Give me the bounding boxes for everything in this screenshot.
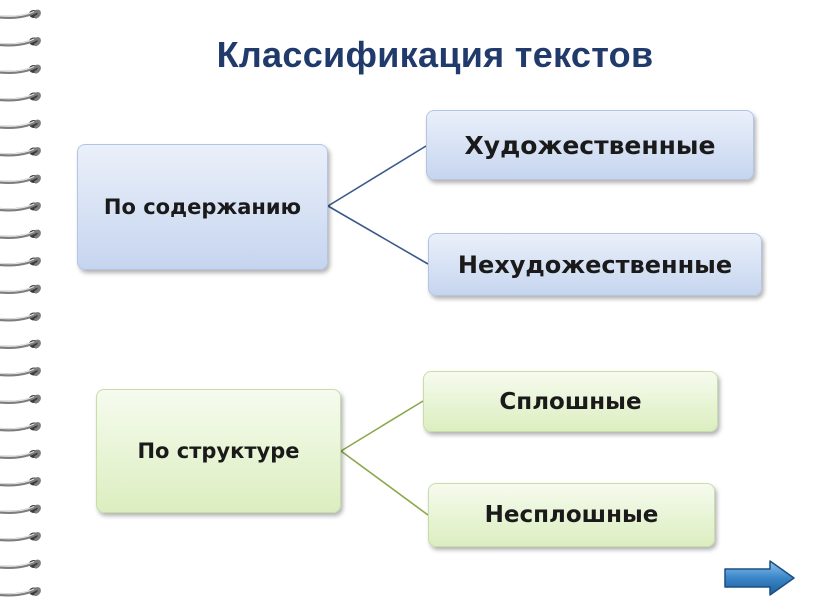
- binding-ring: [0, 257, 41, 267]
- connector-structure-noncontinuous: [340, 450, 429, 516]
- binding-ring: [0, 202, 41, 212]
- binding-ring: [0, 587, 41, 597]
- node-by-content-label: По содержанию: [103, 195, 302, 219]
- binding-ring: [0, 477, 41, 487]
- binding-ring: [0, 284, 41, 294]
- binding-ring: [0, 312, 41, 322]
- binding-ring: [0, 9, 41, 19]
- node-noncontinuous: Несплошные: [428, 483, 715, 547]
- node-artistic: Художественные: [426, 110, 754, 180]
- binding-ring: [0, 449, 41, 459]
- node-by-structure: По структуре: [96, 389, 341, 513]
- binding-ring: [0, 92, 41, 102]
- binding-ring: [0, 229, 41, 239]
- node-nonartistic: Нехудожественные: [428, 233, 762, 296]
- binding-ring: [0, 174, 41, 184]
- connector-content-nonartistic: [327, 205, 429, 265]
- binding-ring: [0, 147, 41, 157]
- spiral-binding: [0, 9, 41, 597]
- node-nonartistic-label: Нехудожественные: [457, 250, 733, 279]
- binding-ring: [0, 367, 41, 377]
- node-by-structure-label: По структуре: [137, 439, 300, 463]
- binding-ring: [0, 339, 41, 349]
- node-artistic-label: Художественные: [464, 130, 716, 160]
- node-continuous: Сплошные: [423, 371, 718, 432]
- binding-ring: [0, 422, 41, 432]
- node-continuous-label: Сплошные: [499, 388, 642, 415]
- node-noncontinuous-label: Несплошные: [484, 502, 659, 528]
- connector-structure-continuous: [340, 400, 424, 452]
- arrow-right-icon[interactable]: [722, 559, 796, 597]
- binding-ring: [0, 37, 41, 47]
- connector-content-artistic: [327, 145, 427, 207]
- binding-ring: [0, 559, 41, 569]
- page-title: Классификация текстов: [216, 34, 654, 75]
- binding-ring: [0, 64, 41, 74]
- binding-ring: [0, 532, 41, 542]
- node-by-content: По содержанию: [77, 144, 328, 270]
- binding-ring: [0, 394, 41, 404]
- binding-ring: [0, 504, 41, 514]
- binding-ring: [0, 119, 41, 129]
